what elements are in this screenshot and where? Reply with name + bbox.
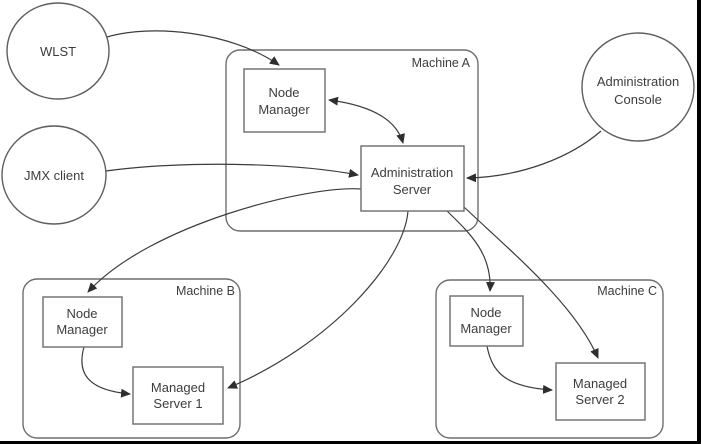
admin-server-label-line1: Administration [371, 165, 453, 180]
jmx-client-circle [1, 125, 107, 225]
edge-jmx-client-to-admin-server [105, 163, 359, 178]
node-manager-c-label-line2: Manager [460, 321, 512, 336]
admin-console-circle [581, 32, 695, 142]
node-manager-c-label-line1: Node [470, 305, 501, 320]
wlst-circle [6, 2, 110, 100]
machine-b-container [22, 278, 241, 439]
machine-c-label: Machine C [597, 284, 657, 298]
managed-server-2-label-line2: Server 2 [575, 392, 624, 407]
node-manager-b-label-line2: Manager [56, 322, 108, 337]
machine-c-container [435, 279, 664, 439]
edge-wlst-to-node-manager-a [106, 30, 280, 66]
managed-server-2-box [555, 362, 646, 421]
admin-server-box [360, 145, 465, 212]
edge-admin-server-to-node-manager-c [446, 210, 495, 292]
frame-border-bottom [0, 441, 701, 444]
node-manager-a-box [243, 68, 326, 133]
admin-console-label-line1: Administration [597, 74, 679, 89]
edge-admin-server-to-managed-server-2 [463, 206, 599, 359]
edge-node-manager-c-to-managed-server-2 [486, 345, 553, 394]
managed-server-2-label-line1: Managed [573, 376, 627, 391]
node-manager-a-label-line1: Node [268, 85, 299, 100]
edge-admin-console-to-admin-server [466, 130, 602, 183]
managed-server-1-box [132, 366, 224, 425]
edge-admin-server-to-managed-server-1 [227, 210, 409, 389]
admin-console-label-line2: Console [614, 92, 662, 107]
machine-b-label: Machine B [176, 284, 235, 298]
admin-server-label-line2: Server [393, 182, 432, 197]
jmx-client-label: JMX client [24, 168, 84, 183]
frame-border-right [697, 0, 701, 444]
wlst-label: WLST [40, 44, 76, 59]
managed-server-1-label-line2: Server 1 [153, 396, 202, 411]
edge-admin-server-to-node-manager-b [87, 188, 362, 293]
machine-a-label: Machine A [412, 56, 471, 70]
node-manager-a-label-line2: Manager [258, 102, 310, 117]
node-manager-c-box [449, 295, 524, 347]
edge-node-manager-b-to-managed-server-1 [81, 346, 131, 398]
node-manager-b-label-line1: Node [66, 306, 97, 321]
managed-server-1-label-line1: Managed [151, 380, 205, 395]
machine-a-container [225, 49, 479, 232]
node-manager-b-box [42, 296, 123, 348]
edge-node-manager-a-admin-server-bidirectional [328, 96, 405, 144]
